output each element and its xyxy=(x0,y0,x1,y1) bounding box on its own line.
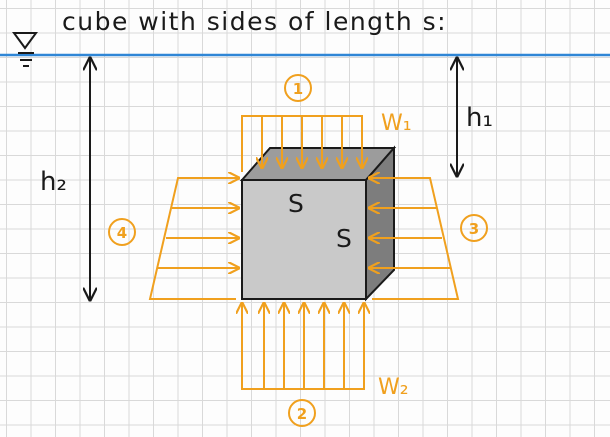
face-2-marker xyxy=(288,399,316,427)
face-3-number: 3 xyxy=(469,220,479,238)
right-pressure-distribution xyxy=(369,178,460,300)
free-surface-triangle-icon xyxy=(12,32,38,67)
left-pressure-distribution xyxy=(148,178,239,300)
face-1-number: 1 xyxy=(293,80,303,98)
cube-front-face xyxy=(241,179,367,300)
side-length-label-top: S xyxy=(288,189,304,218)
h1-label: h₁ xyxy=(466,103,493,133)
w1-label: W₁ xyxy=(381,111,412,136)
side-length-label-side: S xyxy=(336,224,352,253)
cube xyxy=(239,145,397,302)
w2-label: W₂ xyxy=(378,375,409,400)
top-pressure-distribution xyxy=(241,115,362,172)
diagram-title: cube with sides of length s: xyxy=(62,7,447,36)
bottom-pressure-distribution xyxy=(242,303,364,390)
face-4-marker xyxy=(108,218,136,246)
face-1-marker xyxy=(284,74,312,102)
face-3-marker xyxy=(460,214,488,242)
h2-label: h₂ xyxy=(40,167,67,197)
face-2-number: 2 xyxy=(297,405,307,423)
face-4-number: 4 xyxy=(117,224,127,242)
